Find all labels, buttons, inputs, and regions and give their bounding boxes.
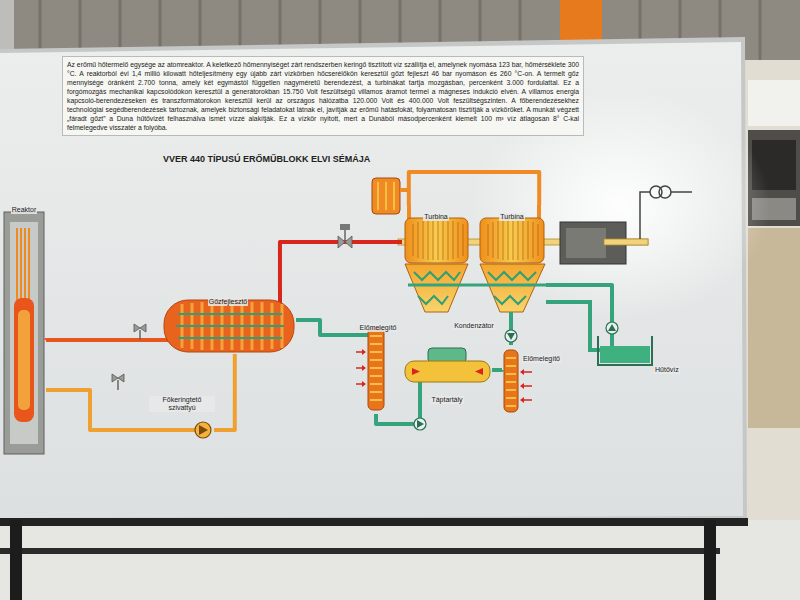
- component-box: Előmelegítő: [355, 316, 401, 414]
- stand-bar: [0, 548, 720, 554]
- stand-rail: [0, 518, 748, 526]
- reheater-vessel: [372, 178, 400, 214]
- transformer-symbol: [659, 186, 671, 198]
- reactor-vessel: [4, 212, 44, 454]
- pipe-connector: [409, 172, 539, 205]
- heating-arrowhead: [412, 368, 483, 375]
- cooling-water: [600, 346, 650, 363]
- pipe-stub: [150, 428, 196, 432]
- window: [748, 80, 800, 126]
- component-label: Turbina: [423, 213, 448, 221]
- preheater-coils: [370, 336, 382, 400]
- steam-valve: [338, 236, 352, 248]
- preheater-tube: [504, 350, 518, 412]
- pump-symbol: [505, 330, 517, 342]
- reactor-inner: [10, 222, 38, 444]
- reheater-stripes: [378, 182, 394, 210]
- turbine-casing: [405, 218, 468, 263]
- preheater-tube: [368, 328, 384, 410]
- cooling-return-pipe: [546, 302, 600, 350]
- turbine-blades: [488, 220, 538, 260]
- pump-triangle: [507, 333, 515, 340]
- valve-actuator: [340, 224, 350, 230]
- feedwater-tank: [405, 361, 490, 382]
- pump-symbol: [606, 322, 618, 334]
- turbine-blades: [413, 220, 463, 260]
- generator-shaft: [604, 239, 648, 245]
- component-box: Előmelegítő: [502, 345, 564, 415]
- note-text: Az erőmű hőtermelő egysége az atomreakto…: [67, 60, 579, 132]
- pump-symbol: [195, 422, 211, 438]
- component-box: Táptartály: [402, 342, 492, 398]
- component-label: Gőzfejlesztő: [208, 298, 249, 306]
- heat-exchanger-tubes: [176, 314, 284, 338]
- control-rods: [17, 228, 29, 300]
- component-box: Gőzfejlesztő: [160, 290, 296, 354]
- cooling-pipe: [408, 284, 546, 287]
- valve-stem: [117, 380, 119, 390]
- component-box: Hűtővíz: [596, 318, 696, 370]
- turbine-casing: [480, 218, 544, 263]
- orange-beam: [560, 0, 602, 44]
- pipe-connector: [492, 368, 502, 372]
- component-label: Előmelegítő: [359, 324, 398, 332]
- pipe-connector: [46, 338, 160, 342]
- floor: [0, 520, 800, 600]
- stand-leg: [704, 520, 716, 600]
- component-label: Reaktor: [11, 206, 38, 214]
- valve-symbol: [112, 374, 124, 382]
- component-box: Turbina: [402, 205, 470, 263]
- generator-stator: [566, 228, 606, 258]
- pipe-connector: [214, 354, 235, 430]
- reactor-core: [14, 298, 34, 422]
- pipe-connector: [280, 242, 402, 290]
- condenser-coils: [414, 272, 536, 304]
- pipe-stub: [355, 333, 369, 337]
- cabinet: [748, 228, 800, 428]
- diagram-title: VVER 440 TÍPUSÚ ERŐMŰBLOKK ELVI SÉMÁJA: [163, 154, 370, 165]
- valve-symbol: [134, 324, 146, 332]
- reactor-core-glow: [18, 310, 30, 410]
- valve-stem: [344, 230, 346, 242]
- condenser-hopper: [480, 264, 545, 312]
- component-box: Kondenzátor: [402, 264, 546, 324]
- condenser-hopper: [405, 264, 468, 312]
- preheater-coils: [506, 358, 516, 406]
- component-label: Főkeringtető szivattyú: [149, 396, 215, 412]
- component-box: Főkeringtető szivattyú: [150, 396, 214, 442]
- pump-symbol: [414, 418, 426, 430]
- side-wall: [742, 60, 800, 520]
- stand-leg: [10, 520, 22, 600]
- component-box: Reaktor: [2, 198, 46, 454]
- pipe-connector: [376, 398, 420, 424]
- pipe-connector: [296, 320, 355, 335]
- heating-arrowhead: [362, 349, 366, 387]
- pipe-connector: [46, 390, 150, 430]
- valve-stem: [139, 330, 141, 340]
- steam-generator-vessel: [164, 300, 294, 352]
- pump-triangle: [608, 324, 616, 331]
- pipe-connector: [546, 285, 612, 318]
- pipe-stub: [418, 382, 422, 398]
- component-box: Turbina: [478, 205, 546, 263]
- pump-triangle: [417, 420, 424, 428]
- component-label: Táptartály: [430, 396, 463, 404]
- heating-arrowhead: [520, 369, 524, 403]
- component-label: Előmelegítő: [522, 355, 561, 363]
- cooling-basin: [598, 336, 652, 365]
- component-label: Turbina: [499, 213, 524, 221]
- description-note: Az erőmű hőtermelő egysége az atomreakto…: [62, 56, 584, 136]
- component-label: Kondenzátor: [453, 322, 495, 330]
- pump-triangle: [199, 425, 208, 435]
- output-line: [640, 192, 692, 239]
- component-label: Hűtővíz: [654, 366, 680, 374]
